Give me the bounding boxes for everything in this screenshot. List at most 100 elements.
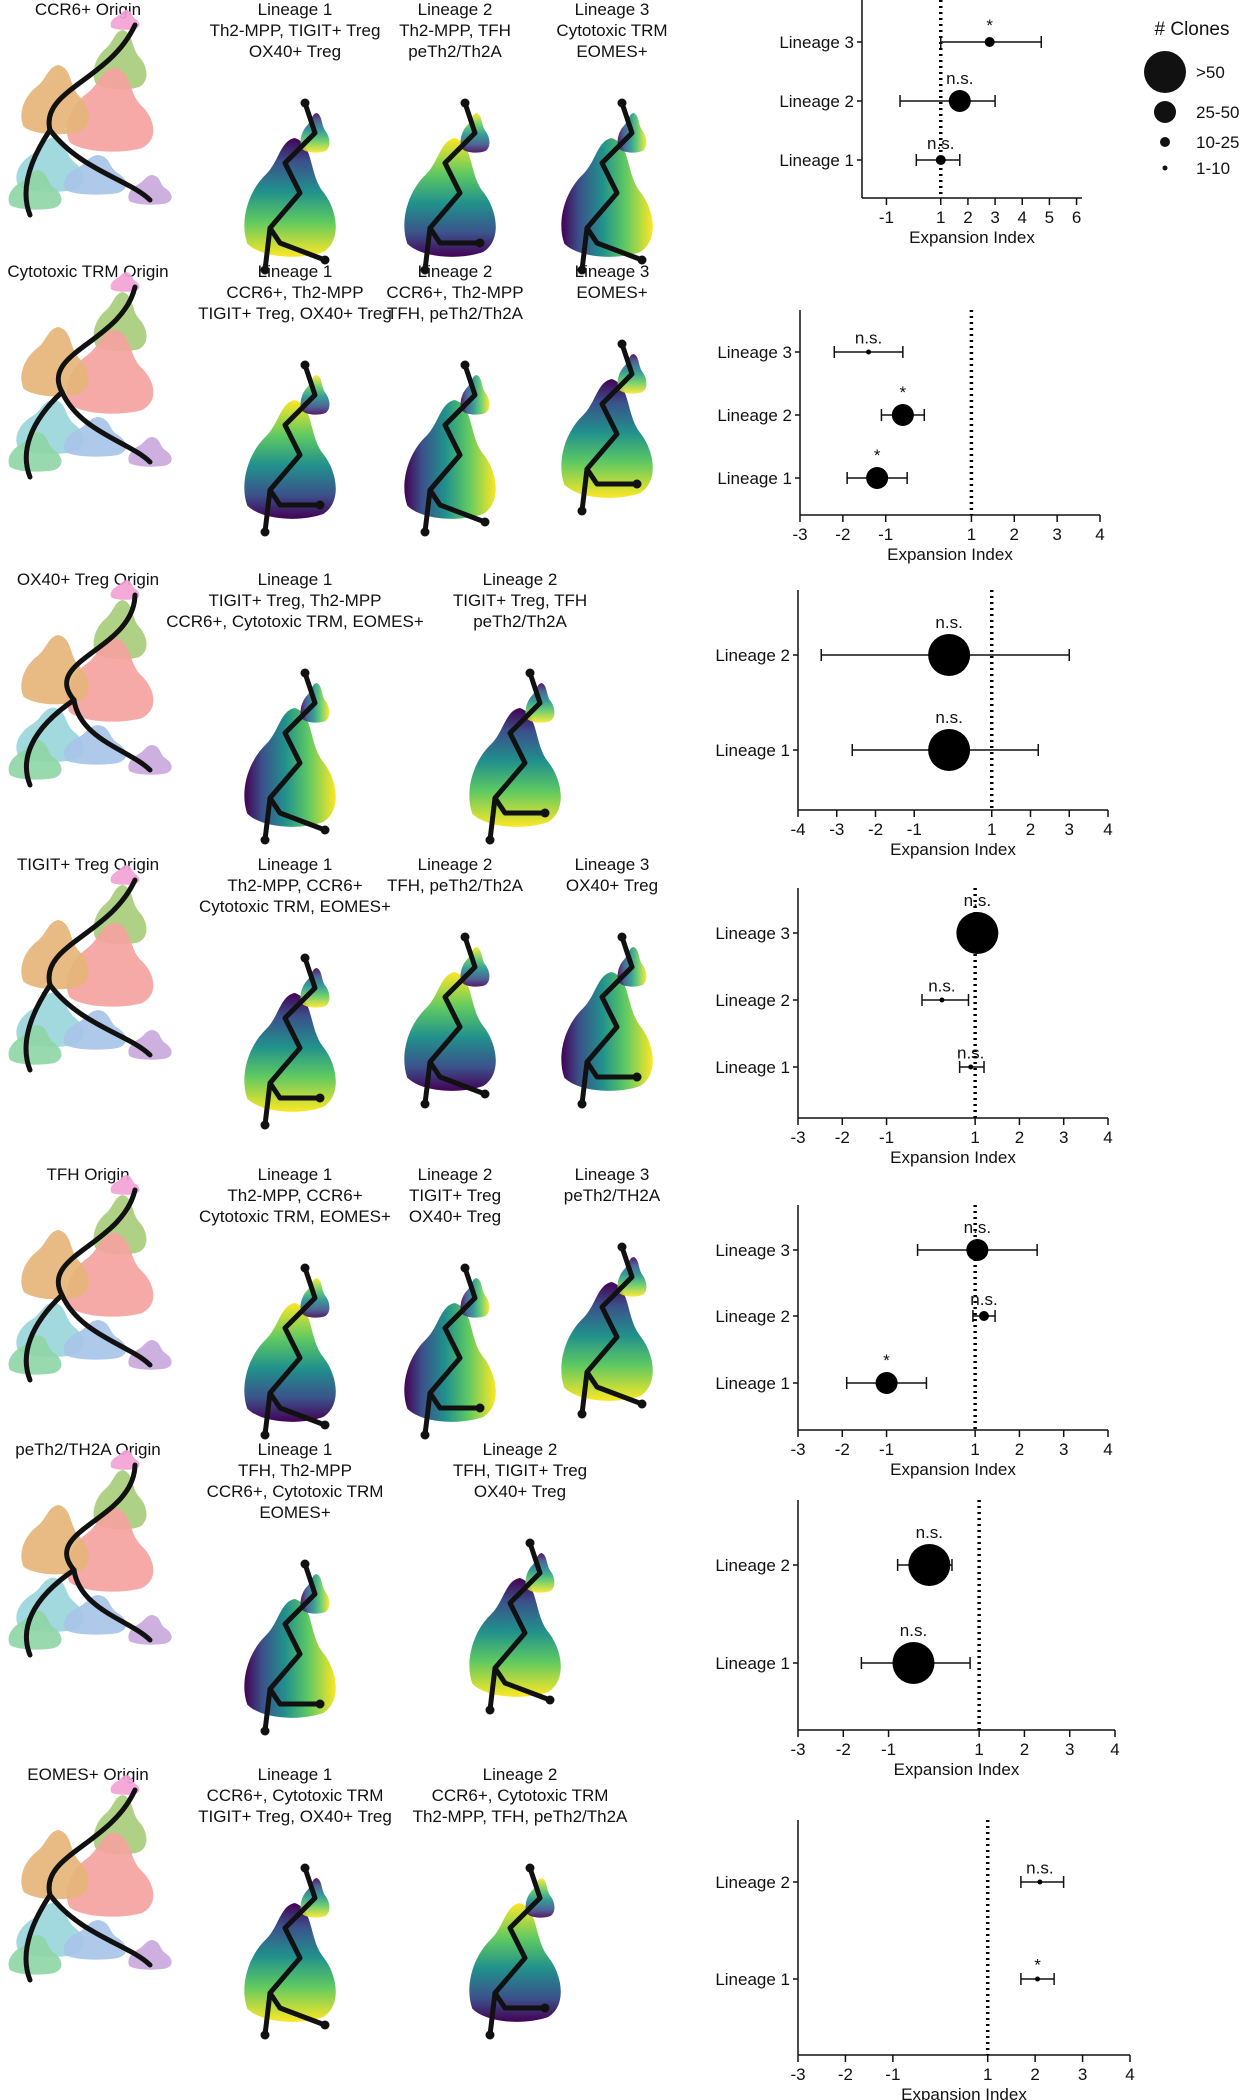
lineage-header-line: TFH, TIGIT+ Treg (453, 1461, 587, 1480)
significance-label: * (883, 1351, 890, 1370)
lineage-umap (561, 339, 653, 516)
pseudotime-cloud (244, 1903, 336, 2022)
lineage-endpoint (260, 265, 270, 275)
lineage-header-line: Lineage 3 (575, 1165, 650, 1184)
lineage-label: Lineage 3 (715, 1241, 790, 1260)
lineage-label: Lineage 1 (715, 1374, 790, 1393)
lineage-endpoint (260, 2030, 270, 2040)
estimate-point (928, 634, 971, 676)
lineage-header-line: Lineage 2 (418, 855, 493, 874)
lineage-path (267, 1267, 326, 1428)
estimate-point (968, 1064, 974, 1070)
origin-title: Cytotoxic TRM Origin (7, 262, 168, 281)
lineage-header-line: Lineage 2 (483, 1765, 558, 1784)
lineage-header-line: peTh2/Th2A (473, 612, 567, 631)
lineage-header-line: Lineage 1 (258, 570, 333, 589)
origin-umap (8, 10, 172, 218)
lineage-label: Lineage 3 (717, 343, 792, 362)
cluster-region (8, 740, 62, 780)
lineage-endpoint (300, 953, 310, 963)
lineage-header-line: EOMES+ (259, 1503, 330, 1522)
cluster-region (66, 637, 154, 722)
cluster-region (63, 1920, 127, 1960)
legend-title: # Clones (1155, 19, 1230, 40)
lineage-path (267, 957, 320, 1101)
lineage-header-line: peTh2/Th2A (408, 42, 502, 61)
trajectory-curve (64, 592, 153, 773)
significance-label: n.s. (964, 1218, 991, 1237)
cluster-region (8, 1610, 62, 1650)
cluster-region (128, 1030, 172, 1060)
lineage-umap (404, 932, 496, 1109)
x-tick-label: 5 (1045, 208, 1054, 227)
lineage-umap (561, 932, 653, 1109)
lineage-label: Lineage 1 (717, 469, 792, 488)
origin-umap (8, 1450, 172, 1658)
cluster-region (21, 1230, 89, 1300)
x-tick-label: 1 (970, 1440, 979, 1459)
pseudotime-cloud (404, 1303, 496, 1422)
cluster-region (8, 170, 62, 210)
lineage-endpoint (460, 932, 470, 942)
lineage-header-line: Lineage 1 (258, 855, 333, 874)
legend-symbol (1160, 137, 1170, 147)
lineage-endpoint (480, 1089, 490, 1099)
x-tick-label: -3 (792, 525, 807, 544)
lineage-endpoint (632, 479, 642, 489)
lineage-endpoint (260, 835, 270, 845)
x-tick-label: -1 (879, 1440, 894, 1459)
lineage-endpoint (260, 1726, 270, 1736)
lineage-endpoint (632, 1072, 642, 1082)
x-tick-label: -2 (835, 525, 850, 544)
cluster-region (110, 865, 140, 885)
lineage-endpoint (420, 1099, 430, 1109)
lineage-path (492, 1867, 545, 2011)
x-tick-label: 2 (1015, 1440, 1024, 1459)
estimate-point (966, 1239, 989, 1261)
lineage-header-line: Lineage 1 (258, 1165, 333, 1184)
x-tick-label: 4 (1103, 1440, 1112, 1459)
cluster-region (128, 437, 172, 467)
lineage-endpoint (577, 265, 587, 275)
lineage-header-line: TIGIT+ Treg, OX40+ Treg (198, 304, 392, 323)
x-axis-title: Expansion Index (909, 228, 1035, 247)
lineage-header-line: EOMES+ (576, 283, 647, 302)
lineage-umap (244, 1263, 336, 1440)
lineage-endpoint (315, 1093, 325, 1103)
lineage-header-line: Cytotoxic TRM (556, 21, 667, 40)
lineage-path (262, 489, 273, 533)
pseudotime-cloud (404, 138, 496, 257)
lineage-umap (469, 1538, 561, 1715)
x-tick-label: -2 (835, 1440, 850, 1459)
lineage-header-line: OX40+ Treg (409, 1207, 501, 1226)
lineage-path (579, 468, 590, 512)
x-tick-label: 4 (1125, 2065, 1134, 2084)
lineage-path (262, 227, 273, 271)
x-tick-label: -3 (790, 1740, 805, 1759)
estimate-point (1037, 1879, 1043, 1885)
cluster-region (63, 417, 127, 457)
x-tick-label: 1 (974, 1740, 983, 1759)
lineage-path (267, 102, 326, 263)
x-tick-label: 4 (1018, 208, 1027, 227)
significance-label: n.s. (900, 1621, 927, 1640)
x-axis-title: Expansion Index (887, 545, 1013, 564)
lineage-umap (561, 98, 653, 275)
lineage-label: Lineage 2 (715, 1873, 790, 1892)
lineage-umap (244, 360, 336, 537)
cluster-region (63, 1320, 127, 1360)
x-tick-label: 4 (1095, 525, 1104, 544)
lineage-header-line: OX40+ Treg (474, 1482, 566, 1501)
cluster-region (66, 329, 154, 414)
cluster-region (128, 1615, 172, 1645)
legend-label: 1-10 (1196, 159, 1230, 178)
lineage-umap (244, 1559, 336, 1736)
estimate-point (875, 1372, 898, 1394)
cluster-region (63, 155, 127, 195)
lineage-endpoint (577, 1409, 587, 1419)
